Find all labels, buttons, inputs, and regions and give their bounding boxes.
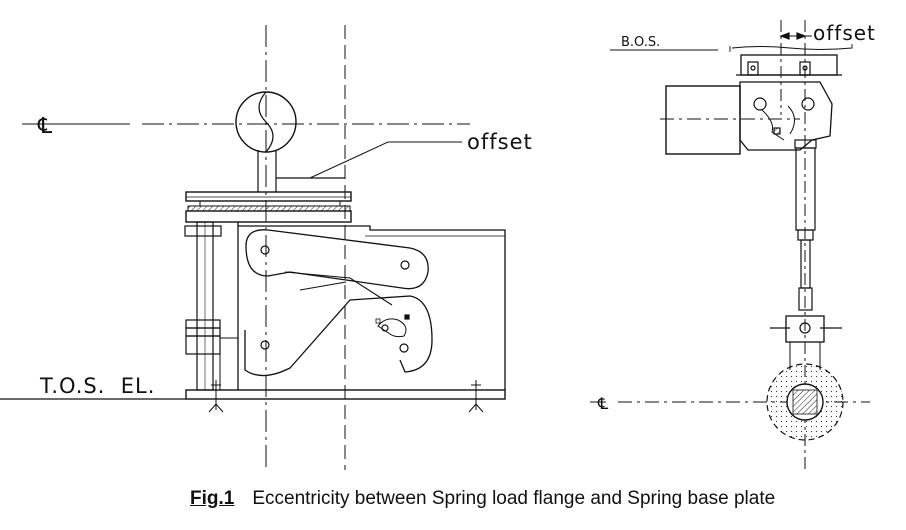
upper-link [245,229,429,290]
load-flange [185,191,352,202]
offset-leader [309,141,462,179]
lower-link [244,295,433,377]
base-plate [185,389,506,400]
offset-label-left: offset [467,130,533,154]
clevis [785,315,825,343]
figure-number: Fig.1 [190,488,235,509]
right-side-view [590,20,870,470]
centerline-symbol-left: ℄ [37,114,53,139]
bos-label: B.O.S. [621,35,660,50]
spring-can [665,85,741,155]
centerline-symbol-right: ℄ [597,394,609,413]
figure-caption: Fig.1 Eccentricity between Spring load fl… [190,488,890,518]
left-elevation-view [0,25,506,470]
offset-label-right: offset [813,21,876,45]
tos-label: T.O.S. EL. [39,374,155,398]
spring-housing [237,222,506,390]
caption-text: Eccentricity between Spring load flange … [252,488,776,509]
